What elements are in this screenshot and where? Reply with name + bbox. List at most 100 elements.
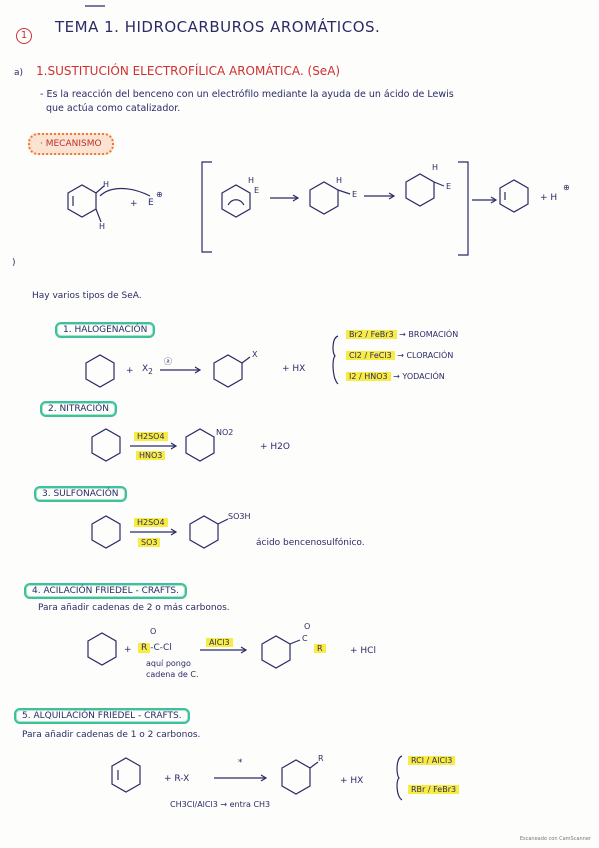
catalyst-mark: ⓐ	[164, 357, 172, 366]
benzene-ring	[91, 515, 121, 549]
alkyl-option: RBr / FeBr3	[408, 785, 460, 794]
option-reagent: I2 / HNO3	[346, 372, 391, 381]
atom-label: H	[103, 180, 110, 189]
footnote-text: CH3Cl/AlCl3 → entra CH3	[170, 800, 271, 809]
topic-number-badge: 1	[16, 28, 32, 44]
reagent-text: H2SO4	[134, 518, 168, 527]
product-ring	[213, 354, 243, 388]
types-intro: Hay varios tipos de SeA.	[32, 291, 142, 301]
byproduct: + HCl	[350, 646, 376, 656]
page-title: TEMA 1. HIDROCARBUROS AROMÁTICOS.	[55, 18, 381, 36]
electrophile-label: E	[148, 198, 154, 208]
benzene-ring	[67, 184, 97, 218]
reagent-top: H2SO4	[134, 432, 168, 441]
arrow-head	[388, 192, 396, 200]
bond-line	[309, 761, 319, 769]
reagent-bottom: HNO3	[136, 451, 166, 460]
acylation-label: 4. ACILACIÓN FRIEDEL - CRAFTS.	[24, 583, 188, 599]
byproduct: + HX	[340, 776, 364, 786]
acyl-reagent: R-C-Cl	[138, 643, 172, 653]
alkyl-reagent: + R-X	[164, 774, 190, 784]
alkyl-option: RCl / AlCl3	[408, 756, 456, 765]
alkylation-label: 5. ALQUILACIÓN FRIEDEL - CRAFTS.	[14, 708, 190, 724]
benzene-ring	[91, 428, 121, 462]
proton-product: + H	[540, 193, 558, 203]
note-line: cadena de C.	[146, 670, 199, 679]
product-ring	[261, 635, 291, 669]
bond-line	[289, 639, 301, 645]
atom-label: E	[352, 190, 358, 199]
arrow-head	[194, 366, 202, 374]
reagent-top: H2SO4	[134, 518, 168, 527]
bracket-right	[458, 161, 469, 256]
benzene-ring	[85, 354, 115, 388]
plus-sign: +	[124, 645, 132, 655]
mechanism-label: · MECANISMO	[28, 133, 114, 155]
product-ring	[281, 759, 311, 795]
bond-line	[217, 518, 229, 525]
product-name: ácido bencenosulfónico.	[256, 538, 365, 548]
arrow-head	[490, 196, 498, 204]
scanner-watermark: Escaneado con CamScanner	[519, 836, 591, 842]
product-ring	[185, 428, 215, 462]
description-line: - Es la reacción del benceno con un elec…	[40, 89, 454, 100]
reagent-text: H2SO4	[134, 432, 168, 441]
product-ring	[189, 515, 219, 549]
option-text: RCl / AlCl3	[408, 756, 456, 765]
charge-symbol: ⊕	[156, 190, 163, 199]
reagent-symbol: X	[142, 364, 149, 374]
plus-sign: +	[130, 199, 138, 209]
reagent-bottom: SO3	[138, 538, 161, 547]
reagent-chain: -C-Cl	[150, 643, 172, 653]
arrow-head	[170, 442, 178, 450]
catalyst: AlCl3	[206, 638, 233, 647]
substituent-label: NO2	[216, 428, 234, 437]
margin-mark: )	[12, 258, 16, 268]
footnote-star: *	[238, 758, 243, 768]
bond-line	[241, 356, 251, 364]
bond-line	[95, 185, 105, 194]
reagent-r-group: R	[138, 643, 151, 653]
halogen-option: Br2 / FeBr3 → BROMACIÓN	[346, 330, 458, 339]
section-letter: a)	[14, 68, 24, 78]
description-line: que actúa como catalizador.	[46, 103, 181, 114]
carbonyl-oxygen: O	[150, 627, 157, 636]
arrow-curve	[227, 199, 245, 206]
arrow-head	[170, 528, 178, 536]
option-reagent: Br2 / FeBr3	[346, 330, 397, 339]
acylation-description: Para añadir cadenas de 2 o más carbonos.	[38, 603, 230, 613]
atom-label: E	[254, 186, 260, 195]
substituent-label: X	[252, 350, 258, 359]
arrow-curve	[99, 187, 151, 197]
option-result: → BROMACIÓN	[399, 330, 459, 339]
atom-label: H	[432, 163, 439, 172]
product-ring	[499, 179, 529, 213]
alkylation-description: Para añadir cadenas de 1 o 2 carbonos.	[22, 730, 201, 740]
arrow-head	[292, 194, 300, 202]
benzene-ring	[87, 632, 117, 666]
options-brace	[396, 755, 403, 801]
r-group-text: R	[314, 644, 326, 653]
arrow-head	[240, 646, 248, 654]
byproduct: + H2O	[260, 442, 290, 452]
atom-label: E	[446, 182, 452, 191]
substituent-label: SO3H	[228, 512, 251, 521]
halogen-option: I2 / HNO3 → YODACIÓN	[346, 372, 445, 381]
halogen-option: Cl2 / FeCl3 → CLORACIÓN	[346, 351, 453, 360]
substituent-label: R	[318, 754, 324, 763]
r-group: R	[314, 644, 326, 653]
arrow-head	[260, 774, 268, 782]
atom-label: H	[336, 176, 343, 185]
byproduct: + HX	[282, 364, 306, 374]
option-result: → CLORACIÓN	[397, 351, 454, 360]
note-line: aquí pongo	[146, 659, 191, 668]
atom-label: H	[248, 176, 255, 185]
section-description: - Es la reacción del benceno con un elec…	[40, 88, 560, 116]
intermediate-ring	[221, 184, 251, 218]
reagent-text: HNO3	[136, 451, 166, 460]
bond-line	[433, 181, 445, 187]
option-reagent: Cl2 / FeCl3	[346, 351, 395, 360]
carbon-label: C	[302, 634, 308, 643]
plus-sign: +	[126, 366, 134, 376]
